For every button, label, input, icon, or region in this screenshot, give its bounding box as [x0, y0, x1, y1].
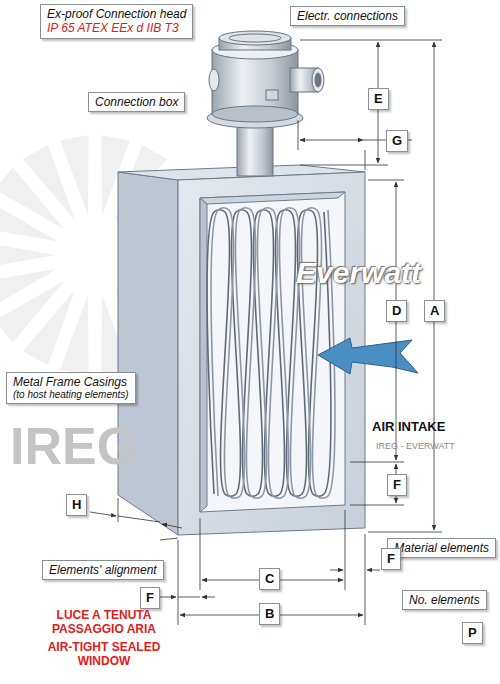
- callout-text: B: [265, 606, 274, 622]
- air-arrow: [318, 338, 418, 374]
- callout-text: Connection box: [95, 95, 178, 109]
- callout-text: Material elements: [394, 541, 489, 555]
- dimension-letter: F: [140, 587, 160, 609]
- dimension-letter: P: [462, 622, 483, 644]
- window-label: LUCE A TENUTA PASSAGGIO ARIA: [40, 608, 168, 636]
- watermark: IREG: [10, 420, 137, 472]
- callout-text: Electr. connections: [297, 9, 398, 23]
- dimension-letter: F: [381, 548, 401, 570]
- dimension-letter: F: [387, 474, 407, 496]
- callout-text: D: [392, 303, 401, 319]
- callout-text: C: [265, 571, 274, 587]
- callout-box: Elements' alignment: [42, 560, 164, 580]
- callout-text: G: [392, 133, 402, 149]
- dimension-letter: B: [259, 603, 280, 625]
- callout-text: A: [430, 303, 439, 319]
- dimension-letter: E: [368, 88, 389, 110]
- dimension-letter: A: [424, 300, 445, 322]
- callout-text: F: [393, 477, 401, 493]
- callout-box: Ex-proof Connection headIP 65 ATEX EEx d…: [40, 4, 193, 39]
- callout-text: No. elements: [409, 593, 480, 607]
- air-intake-label: AIR INTAKE: [372, 419, 445, 434]
- connection-head: [207, 31, 324, 176]
- callout-text: (to host heating elements): [13, 389, 129, 401]
- dimension-letter: D: [386, 300, 407, 322]
- callout-box: Electr. connections: [290, 6, 405, 26]
- callout-text: E: [374, 91, 383, 107]
- watermark-ray: [0, 241, 55, 270]
- dimension-letter: C: [259, 568, 280, 590]
- heating-elements: [207, 208, 335, 499]
- callout-box: Material elements: [387, 538, 496, 558]
- callout-text: Elements' alignment: [49, 563, 157, 577]
- callout-text: F: [146, 590, 154, 606]
- callout-box: No. elements: [402, 590, 487, 610]
- callout-text: P: [468, 625, 477, 641]
- heating-coil: [211, 208, 335, 499]
- callout-text: Metal Frame Casings: [13, 375, 129, 389]
- watermark-ray: [0, 269, 57, 310]
- callout-text: IP 65 ATEX EEx d IIB T3: [47, 21, 186, 35]
- callout-text: F: [387, 551, 395, 567]
- watermark-ray: [60, 135, 88, 215]
- watermark: IREG - EVERWATT: [376, 441, 455, 451]
- callout-text: H: [72, 497, 81, 513]
- callout-box: Metal Frame Casings(to host heating elem…: [6, 372, 136, 404]
- window-label: AIR-TIGHT SEALED WINDOW: [40, 640, 168, 668]
- dimension-letter: G: [386, 130, 408, 152]
- watermark: Everwatt: [296, 256, 421, 290]
- callout-box: Connection box: [88, 92, 185, 112]
- callout-text: Ex-proof Connection head: [47, 7, 186, 21]
- dimension-letter: H: [66, 494, 87, 516]
